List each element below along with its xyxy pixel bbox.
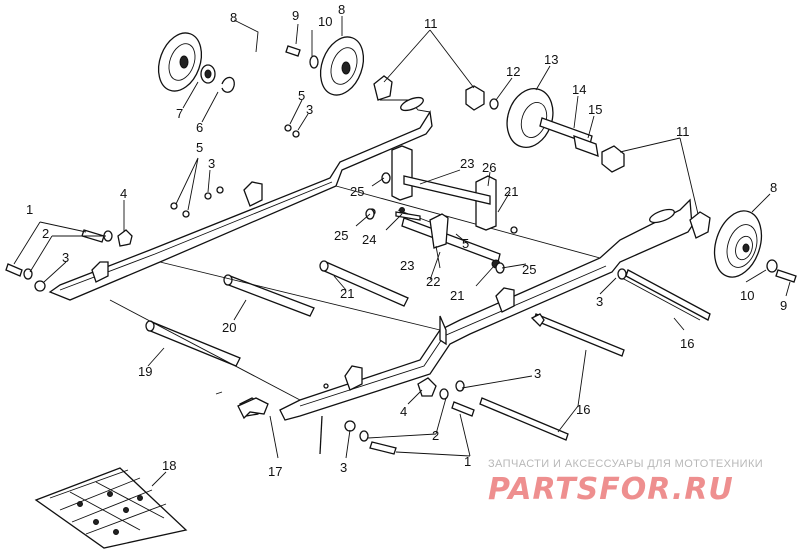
callout-16: 16 [680,336,694,351]
callout-19: 19 [138,364,152,379]
callout-9: 9 [780,298,787,313]
callout-25: 25 [334,228,348,243]
callout-25: 25 [350,184,364,199]
idler-wheel-top-left [157,32,235,93]
center-suspension [368,145,518,269]
callout-11: 11 [424,16,438,31]
callout-3: 3 [534,366,541,381]
callout-21: 21 [450,288,464,303]
rail-bracket [344,365,363,391]
callout-2: 2 [432,428,439,443]
idler-wheel-right [689,210,797,283]
callout-3: 3 [208,156,215,171]
watermark-tagline: ЗАПЧАСТИ И АКСЕССУАРЫ ДЛЯ МОТОТЕХНИКИ [488,458,764,470]
callout-17: 17 [268,464,282,479]
callout-15: 15 [588,102,602,117]
callout-1: 1 [26,202,33,217]
callout-26: 26 [482,160,496,175]
front-hitch [237,397,269,420]
callout-4: 4 [400,404,407,419]
callout-4: 4 [120,186,127,201]
callout-23: 23 [400,258,414,273]
watermark-logo: PARTSFOR.RU [488,472,734,507]
callout-3: 3 [340,460,347,475]
callout-12: 12 [506,64,520,79]
fasteners [5,124,627,455]
callout-20: 20 [222,320,236,335]
callout-14: 14 [572,82,586,97]
rail-bracket [91,261,109,283]
callout-8: 8 [230,10,237,25]
callout-3: 3 [62,250,69,265]
callout-2: 2 [42,226,49,241]
callout-5: 5 [298,88,305,103]
callout-1: 1 [464,454,471,469]
track-slide-grid [34,467,188,549]
callout-5: 5 [196,140,203,155]
callout-11: 11 [676,124,690,139]
callout-25: 25 [522,262,536,277]
callout-18: 18 [162,458,176,473]
rail-bracket [243,181,263,207]
callout-22: 22 [426,274,440,289]
cross-shafts [109,185,601,401]
rail-bracket [495,287,515,313]
callout-16: 16 [576,402,590,417]
leader-lines [13,16,791,487]
callout-10: 10 [740,288,754,303]
left-slide-rail [48,96,433,301]
callout-24: 24 [362,232,376,247]
callout-6: 6 [196,120,203,135]
long-bolts [479,269,711,441]
idler-wheel-top-center [285,36,393,101]
callout-5: 5 [462,236,469,251]
callout-23: 23 [460,156,474,171]
callout-3: 3 [596,294,603,309]
callout-21: 21 [340,286,354,301]
callout-13: 13 [544,52,558,67]
idler-wheel-rear-axle [465,85,625,173]
callout-8: 8 [338,2,345,17]
callout-3: 3 [306,102,313,117]
callout-labels: 1 1 2 2 3 3 3 3 3 3 4 4 5 5 5 6 7 8 8 8 … [26,2,787,479]
callout-7: 7 [176,106,183,121]
callout-10: 10 [318,14,332,29]
callout-21: 21 [504,184,518,199]
callout-9: 9 [292,8,299,23]
callout-8: 8 [770,180,777,195]
